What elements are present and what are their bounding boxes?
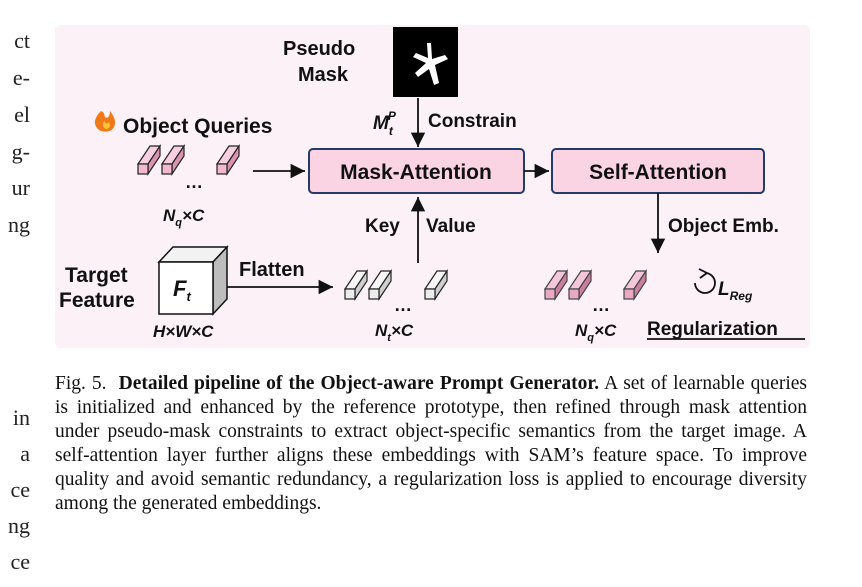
figure-caption: Fig. 5. Detailed pipeline of the Object-… (55, 372, 807, 516)
left-fragment: a (20, 441, 30, 466)
ft-symbol: Ft (173, 276, 191, 304)
left-fragment: ct (14, 28, 30, 53)
pseudo-mask-label-line1: Pseudo (283, 38, 355, 60)
nq-c-output-label: Nq×C (575, 321, 617, 344)
pipeline-diagram: Pseudo Mask MtP Constrain Object Queries… (59, 27, 805, 344)
regularization-loop-icon (694, 268, 716, 294)
pseudo-mask-label-line2: Mask (298, 64, 349, 86)
kv-ellipsis: … (394, 295, 412, 315)
left-fragment: e- (12, 65, 30, 90)
left-fragment: ce (10, 477, 30, 502)
figure-panel: Pseudo Mask MtP Constrain Object Queries… (55, 25, 810, 348)
regularization-label: Regularization (647, 319, 778, 340)
caption-fig-label: Fig. 5. (55, 373, 107, 394)
fire-icon (94, 111, 116, 132)
left-column-fragments: ct e- el g- ur ng in a ce ng ce (0, 0, 30, 587)
left-fragment: ce (10, 549, 30, 574)
pseudo-mask-image (393, 27, 458, 97)
left-fragment: el (14, 102, 30, 127)
left-fragment: ur (11, 175, 30, 200)
query-tokens: … (137, 145, 240, 192)
flatten-label: Flatten (239, 259, 305, 281)
caption-body: A set of learnable queries is initialize… (55, 373, 807, 514)
left-fragment: ng (8, 212, 30, 237)
left-fragment: in (12, 405, 30, 430)
lreg-symbol: LReg (718, 279, 753, 303)
out-ellipsis: … (592, 295, 610, 315)
key-value-tokens: … (344, 270, 448, 315)
key-label: Key (365, 216, 400, 237)
mask-symbol: MtP (373, 109, 397, 138)
left-fragment: g- (11, 139, 30, 164)
caption-lead: Detailed pipeline of the Object-aware Pr… (118, 373, 600, 394)
target-feature-cube (157, 245, 229, 316)
output-tokens: … (544, 270, 647, 315)
nq-c-label: Nq×C (163, 206, 205, 229)
constrain-label: Constrain (428, 111, 517, 132)
query-ellipsis: … (185, 172, 203, 192)
hwc-label: H×W×C (153, 322, 214, 341)
object-emb-label: Object Emb. (668, 216, 779, 237)
self-attention-label: Self-Attention (589, 161, 727, 184)
left-fragment: ng (8, 513, 30, 538)
target-feature-label-line2: Feature (59, 289, 135, 312)
value-label: Value (426, 216, 476, 237)
mask-attention-label: Mask-Attention (340, 161, 492, 184)
target-feature-label-line1: Target (65, 264, 128, 287)
nt-c-label: Nt×C (375, 321, 414, 344)
object-queries-label: Object Queries (123, 115, 272, 138)
